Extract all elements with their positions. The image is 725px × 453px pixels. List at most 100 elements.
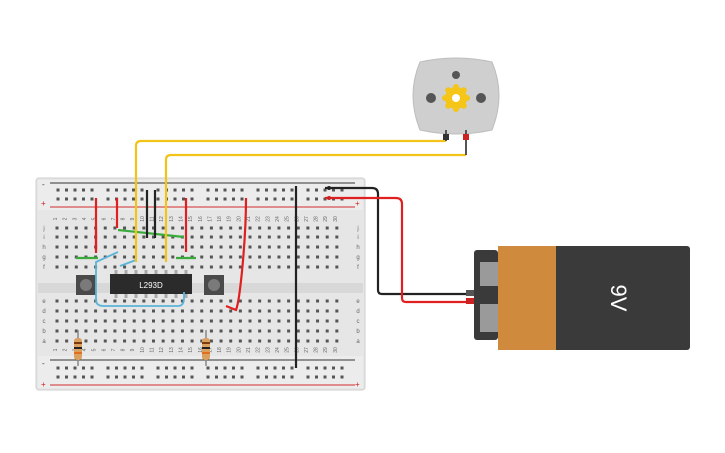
breadboard-hole[interactable] — [316, 339, 320, 343]
breadboard-hole[interactable] — [340, 366, 344, 370]
breadboard-hole[interactable] — [132, 375, 135, 379]
breadboard-hole[interactable] — [161, 245, 165, 249]
breadboard-hole[interactable] — [94, 339, 98, 343]
breadboard-hole[interactable] — [215, 375, 218, 379]
breadboard-hole[interactable] — [306, 366, 310, 370]
breadboard-hole[interactable] — [332, 375, 335, 379]
breadboard-hole[interactable] — [316, 265, 320, 269]
breadboard-hole[interactable] — [171, 309, 175, 313]
breadboard-hole[interactable] — [265, 366, 268, 370]
breadboard-hole[interactable] — [206, 197, 210, 201]
breadboard-hole[interactable] — [55, 329, 59, 333]
breadboard-hole[interactable] — [56, 197, 60, 201]
breadboard-hole[interactable] — [182, 197, 185, 201]
breadboard-hole[interactable] — [190, 245, 194, 249]
breadboard-hole[interactable] — [84, 235, 88, 239]
breadboard-hole[interactable] — [190, 309, 194, 313]
breadboard-hole[interactable] — [180, 245, 184, 249]
resistor-left[interactable] — [74, 330, 82, 366]
breadboard-hole[interactable] — [240, 366, 244, 370]
breadboard-hole[interactable] — [248, 265, 252, 269]
breadboard-hole[interactable] — [55, 226, 59, 230]
breadboard-hole[interactable] — [82, 375, 85, 379]
breadboard-hole[interactable] — [215, 366, 218, 370]
breadboard-hole[interactable] — [132, 366, 135, 370]
battery-9v[interactable]: 9V — [466, 246, 690, 350]
breadboard-hole[interactable] — [287, 226, 291, 230]
breadboard-hole[interactable] — [140, 197, 144, 201]
breadboard-hole[interactable] — [152, 319, 155, 323]
breadboard-hole[interactable] — [277, 309, 281, 313]
breadboard-hole[interactable] — [229, 329, 233, 333]
breadboard-hole[interactable] — [65, 299, 69, 303]
breadboard-hole[interactable] — [132, 197, 135, 201]
breadboard-hole[interactable] — [55, 245, 59, 249]
breadboard-hole[interactable] — [229, 319, 233, 323]
breadboard-hole[interactable] — [84, 329, 88, 333]
breadboard-hole[interactable] — [161, 226, 165, 230]
breadboard-hole[interactable] — [55, 309, 59, 313]
breadboard-hole[interactable] — [277, 319, 281, 323]
breadboard-hole[interactable] — [248, 226, 252, 230]
breadboard-hole[interactable] — [229, 265, 233, 269]
breadboard-hole[interactable] — [74, 235, 78, 239]
breadboard-hole[interactable] — [232, 188, 235, 192]
breadboard-hole[interactable] — [123, 366, 127, 370]
breadboard-hole[interactable] — [55, 299, 59, 303]
breadboard-hole[interactable] — [55, 319, 59, 323]
breadboard-hole[interactable] — [161, 339, 165, 343]
breadboard-hole[interactable] — [132, 226, 136, 230]
breadboard-hole[interactable] — [258, 255, 262, 259]
breadboard-hole[interactable] — [142, 309, 146, 313]
breadboard-hole[interactable] — [200, 339, 204, 343]
breadboard-hole[interactable] — [282, 197, 285, 201]
breadboard-hole[interactable] — [223, 375, 227, 379]
breadboard-hole[interactable] — [316, 319, 320, 323]
breadboard-hole[interactable] — [258, 299, 262, 303]
breadboard-hole[interactable] — [152, 329, 155, 333]
breadboard-hole[interactable] — [84, 265, 88, 269]
breadboard-hole[interactable] — [123, 329, 127, 333]
breadboard-hole[interactable] — [103, 319, 107, 323]
breadboard-hole[interactable] — [287, 235, 291, 239]
breadboard-hole[interactable] — [106, 188, 110, 192]
breadboard-hole[interactable] — [265, 375, 268, 379]
breadboard-hole[interactable] — [152, 255, 155, 259]
breadboard-hole[interactable] — [200, 319, 204, 323]
breadboard-hole[interactable] — [306, 245, 310, 249]
breadboard-hole[interactable] — [306, 235, 310, 239]
breadboard-hole[interactable] — [325, 299, 329, 303]
breadboard-hole[interactable] — [180, 226, 184, 230]
breadboard-hole[interactable] — [55, 265, 59, 269]
breadboard-hole[interactable] — [306, 197, 310, 201]
breadboard-hole[interactable] — [229, 226, 233, 230]
breadboard-hole[interactable] — [316, 235, 320, 239]
breadboard-hole[interactable] — [132, 255, 136, 259]
breadboard-hole[interactable] — [161, 235, 165, 239]
breadboard-hole[interactable] — [123, 309, 127, 313]
breadboard-hole[interactable] — [200, 235, 204, 239]
breadboard-hole[interactable] — [140, 366, 144, 370]
breadboard-hole[interactable] — [256, 188, 260, 192]
breadboard-hole[interactable] — [258, 309, 262, 313]
breadboard-hole[interactable] — [171, 339, 175, 343]
breadboard-hole[interactable] — [123, 319, 127, 323]
breadboard-hole[interactable] — [55, 339, 59, 343]
breadboard-hole[interactable] — [229, 339, 233, 343]
breadboard-hole[interactable] — [296, 329, 300, 333]
breadboard-hole[interactable] — [113, 309, 117, 313]
breadboard-hole[interactable] — [229, 255, 233, 259]
breadboard-hole[interactable] — [258, 235, 262, 239]
breadboard-hole[interactable] — [132, 319, 136, 323]
breadboard-hole[interactable] — [256, 197, 260, 201]
breadboard-hole[interactable] — [323, 188, 327, 192]
breadboard-hole[interactable] — [84, 319, 88, 323]
breadboard-hole[interactable] — [103, 299, 107, 303]
breadboard-hole[interactable] — [287, 339, 291, 343]
breadboard-hole[interactable] — [152, 299, 155, 303]
breadboard-hole[interactable] — [171, 226, 175, 230]
breadboard-hole[interactable] — [282, 366, 285, 370]
yellow-wire-2[interactable] — [164, 153, 466, 262]
breadboard-hole[interactable] — [232, 366, 235, 370]
battery-black-wire[interactable] — [325, 186, 470, 296]
